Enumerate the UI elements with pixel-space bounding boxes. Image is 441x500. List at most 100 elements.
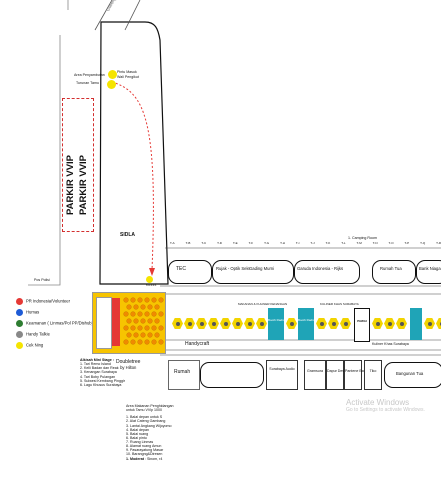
kiosk-icon xyxy=(396,318,407,329)
list-item: 2. Kelli Badan dan Reak xyxy=(80,366,119,371)
booth-pawai: PAWAI xyxy=(354,308,370,342)
camping-label: 1. Camping Room xyxy=(348,236,377,240)
legend-item: Handy Talkie xyxy=(16,331,93,338)
booth-radio: Booth Radio xyxy=(268,308,285,340)
legend-item: PR Indonesia/Volunteer xyxy=(16,298,93,305)
area-label: Bangunan Tua xyxy=(396,371,424,376)
legend: PR Indonesia/Volunteer Humas Keamanan ( … xyxy=(16,298,93,353)
row-number: T-D xyxy=(217,241,222,245)
row-number: T-C xyxy=(201,241,207,245)
row-number: T-I xyxy=(295,241,300,245)
list-item: 1. Tari Remo Island xyxy=(80,362,111,367)
booth-row-bottom xyxy=(200,362,264,388)
area-rumah xyxy=(168,360,200,390)
row-number: T-A xyxy=(170,241,175,245)
booth-row-rujak xyxy=(212,260,294,284)
doubletree-line2: by Hilton xyxy=(120,364,137,370)
checkpoint-marker xyxy=(146,276,153,283)
list-item: 7. Ruang Linmas xyxy=(126,440,154,444)
list-item: 1. Balai depan untuk S xyxy=(126,415,163,420)
row-number: T-E xyxy=(232,241,238,245)
booth-block xyxy=(410,308,422,340)
legend-dot-icon xyxy=(16,309,23,316)
row-number: T-Q xyxy=(420,241,426,245)
kiosk-icon xyxy=(244,318,255,329)
kiosk-icon xyxy=(184,318,195,329)
stage-block xyxy=(96,297,112,349)
area-label: Tiko xyxy=(369,369,377,373)
notes-heading: untuk Tamu VVip 1000 xyxy=(126,408,163,413)
area-surabaya-audio: Surabaya Audio xyxy=(266,360,298,390)
notes-heading: Area Makanan Penghidangan xyxy=(126,404,174,408)
kuliner-khas-label: KULINER KHAS SURABAYA xyxy=(320,302,359,306)
kiosk-icon xyxy=(286,318,297,329)
kiosk-icon xyxy=(424,318,435,329)
booth-row-bank xyxy=(416,260,441,284)
kiosk-icon xyxy=(316,318,327,329)
doubletree-line1: Doubletree xyxy=(116,359,141,365)
list-item: 4. Balai depan xyxy=(126,427,149,432)
legend-item: Cek Ning xyxy=(16,342,93,349)
sidla-label: SIDLA xyxy=(120,232,135,238)
pintu-masuk-label: Pintu Masuk xyxy=(117,70,137,74)
legend-item: Humas xyxy=(16,309,93,316)
checkpoint-marker xyxy=(107,80,116,89)
row-number: T-H xyxy=(280,241,285,245)
list-item: 5. Sulwesi Kembang Pinggir xyxy=(80,378,125,383)
mini-stage-list: Alkisah Mini Stage : 1. Tari Remo Island… xyxy=(80,358,125,387)
kuliner-right-label: Kuliner Khas Surabaya xyxy=(372,342,409,346)
handycraft-label: Handycraft xyxy=(185,341,210,347)
kiosk-icon xyxy=(208,318,219,329)
area-label: Pantene Bata xyxy=(345,369,367,373)
row-number: T-L xyxy=(341,241,346,245)
list-item: 2. Alat Cateng Gambang xyxy=(126,419,166,424)
row-number: T-P xyxy=(404,241,410,245)
row-number: T-F xyxy=(248,241,254,245)
stage-note: Ktnnnt xyxy=(146,283,157,287)
seating-dots xyxy=(123,297,164,345)
booth-row-tec xyxy=(168,260,212,284)
kuliner-top-label: MAKANAN & KULINER KENANGAN xyxy=(238,302,288,306)
area-label: Dapur Desa xyxy=(327,369,347,373)
row-number: T-B xyxy=(185,241,191,245)
legend-item: Keamanan ( Linmas/Pol PP/Dishub) xyxy=(16,320,93,327)
list-item: 3. Kenangan Surabaya xyxy=(80,370,117,375)
checkpoint-marker xyxy=(108,70,117,79)
list-item: 6. Lagu Khusus Surabaya xyxy=(80,382,122,387)
row-number: T-N xyxy=(372,241,378,245)
booth-row-rumah xyxy=(372,260,416,284)
booth-label: Gading Murni xyxy=(249,266,275,271)
pintu-masuk-sub: Wali Pengikut xyxy=(117,75,139,79)
area-gramsura: Gramsura xyxy=(304,360,326,390)
kiosk-icon xyxy=(196,318,207,329)
booth-label: Garuda Indonesia - Rijks xyxy=(297,266,344,271)
area-penyambutan-label: Area Penyambutan xyxy=(74,73,105,77)
handy-talkie-icon xyxy=(16,331,23,338)
notes-last-rest: : Sinom, r4 xyxy=(144,456,163,461)
row-number: T-G xyxy=(264,241,270,245)
turun-tamu-label: Turunan Tamu xyxy=(76,81,99,85)
row-number: T-M xyxy=(356,241,362,245)
list-item: 4. Tari Boby Pulangan xyxy=(80,374,116,379)
row-number: T-O xyxy=(388,241,394,245)
list-item: 3. Lantai Angkang Wijoyomo xyxy=(126,423,172,428)
list-item: 8. Alamat ruang Amun xyxy=(126,444,162,449)
legend-dot-icon xyxy=(16,298,23,305)
area-label: Surabaya Audio xyxy=(269,367,295,371)
list-item: 6. Balai pintu xyxy=(126,435,147,440)
top-row-numbers: T-A T-B T-C T-D T-E T-F T-G T-H T-I T-J … xyxy=(170,241,441,245)
area-label: Gramsura xyxy=(307,369,323,373)
parking-vvip-area xyxy=(62,98,94,232)
kiosk-icon xyxy=(256,318,267,329)
activate-windows-watermark: Activate Windows Go to Settings to activ… xyxy=(346,398,425,413)
kiosk-icon xyxy=(436,318,441,329)
kiosk-icon xyxy=(340,318,351,329)
main-stage xyxy=(112,298,120,346)
booth-label: Rujak - Optik Sele xyxy=(216,266,250,271)
booth-radio: Booth Radio xyxy=(298,308,315,340)
row-number: T-J xyxy=(310,241,315,245)
kiosk-icon xyxy=(328,318,339,329)
area-tiko: Tiko xyxy=(364,360,382,390)
doubletree-label: Doubletree by Hilton xyxy=(116,359,141,371)
